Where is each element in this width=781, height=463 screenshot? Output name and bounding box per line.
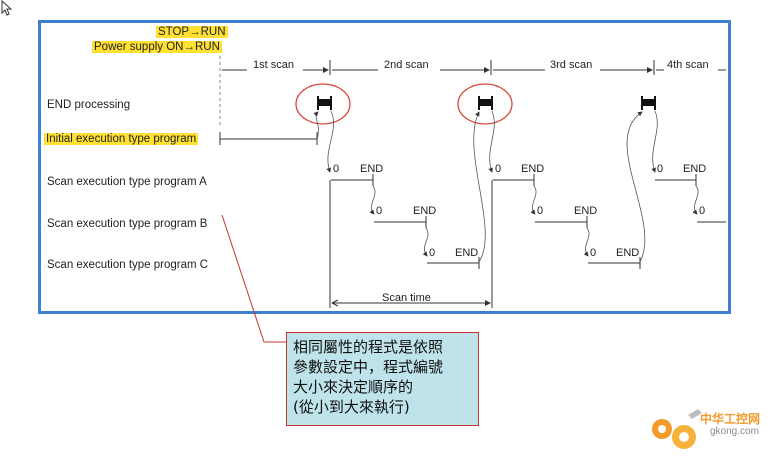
stop-run-label: STOP→RUN [156,26,228,38]
power-on-label: Power supply ON→RUN [92,41,222,53]
scan-time-label: Scan time [382,292,431,304]
watermark-name: 中华工控网 [700,412,761,426]
svg-text:0: 0 [699,205,705,217]
scan-boundaries [329,60,655,75]
end-processing-blocks [317,96,656,110]
watermark-url: gkong.com [710,426,759,437]
svg-text:END: END [616,247,639,259]
svg-text:0: 0 [590,247,596,259]
svg-text:END: END [455,247,478,259]
scan-label-1: 1st scan [253,59,294,71]
svg-text:END: END [413,205,436,217]
gkong-logo-icon [652,409,702,449]
svg-text:0: 0 [657,163,663,175]
svg-text:0: 0 [495,163,501,175]
annotation-note: 相同屬性的程式是依照 參數設定中，程式編號 大小來決定順序的 (從小到大來執行) [286,332,479,426]
diagram-frame [38,20,731,314]
note-pointer-line [221,214,286,343]
scan-time-arrow [331,299,491,307]
initial-program-bar [219,132,318,145]
svg-text:END: END [574,205,597,217]
program-b-label: Scan execution type program B [47,218,208,230]
svg-text:END: END [360,163,383,175]
mouse-cursor-icon [1,0,13,16]
svg-text:0: 0 [537,205,543,217]
end-processing-label: END processing [47,99,131,111]
note-line-3: 大小來決定順序的 [293,378,414,396]
svg-text:0: 0 [429,247,435,259]
svg-text:0: 0 [376,205,382,217]
program-a-label: Scan execution type program A [47,176,207,188]
svg-text:END: END [683,163,706,175]
svg-text:0: 0 [333,163,339,175]
initial-program-label: Initial execution type program [44,133,199,145]
note-line-2: 參數設定中，程式編號 [293,358,444,376]
highlight-circles [295,83,513,125]
flow-curves [313,110,699,263]
scan-label-2: 2nd scan [384,59,429,71]
note-line-1: 相同屬性的程式是依照 [293,338,444,356]
program-c-label: Scan execution type program C [47,259,209,271]
scan-label-4: 4th scan [667,59,709,71]
scan-label-3: 3rd scan [550,59,592,71]
svg-text:END: END [521,163,544,175]
note-line-4: (從小到大來執行) [293,398,410,416]
program-bars [329,174,726,308]
